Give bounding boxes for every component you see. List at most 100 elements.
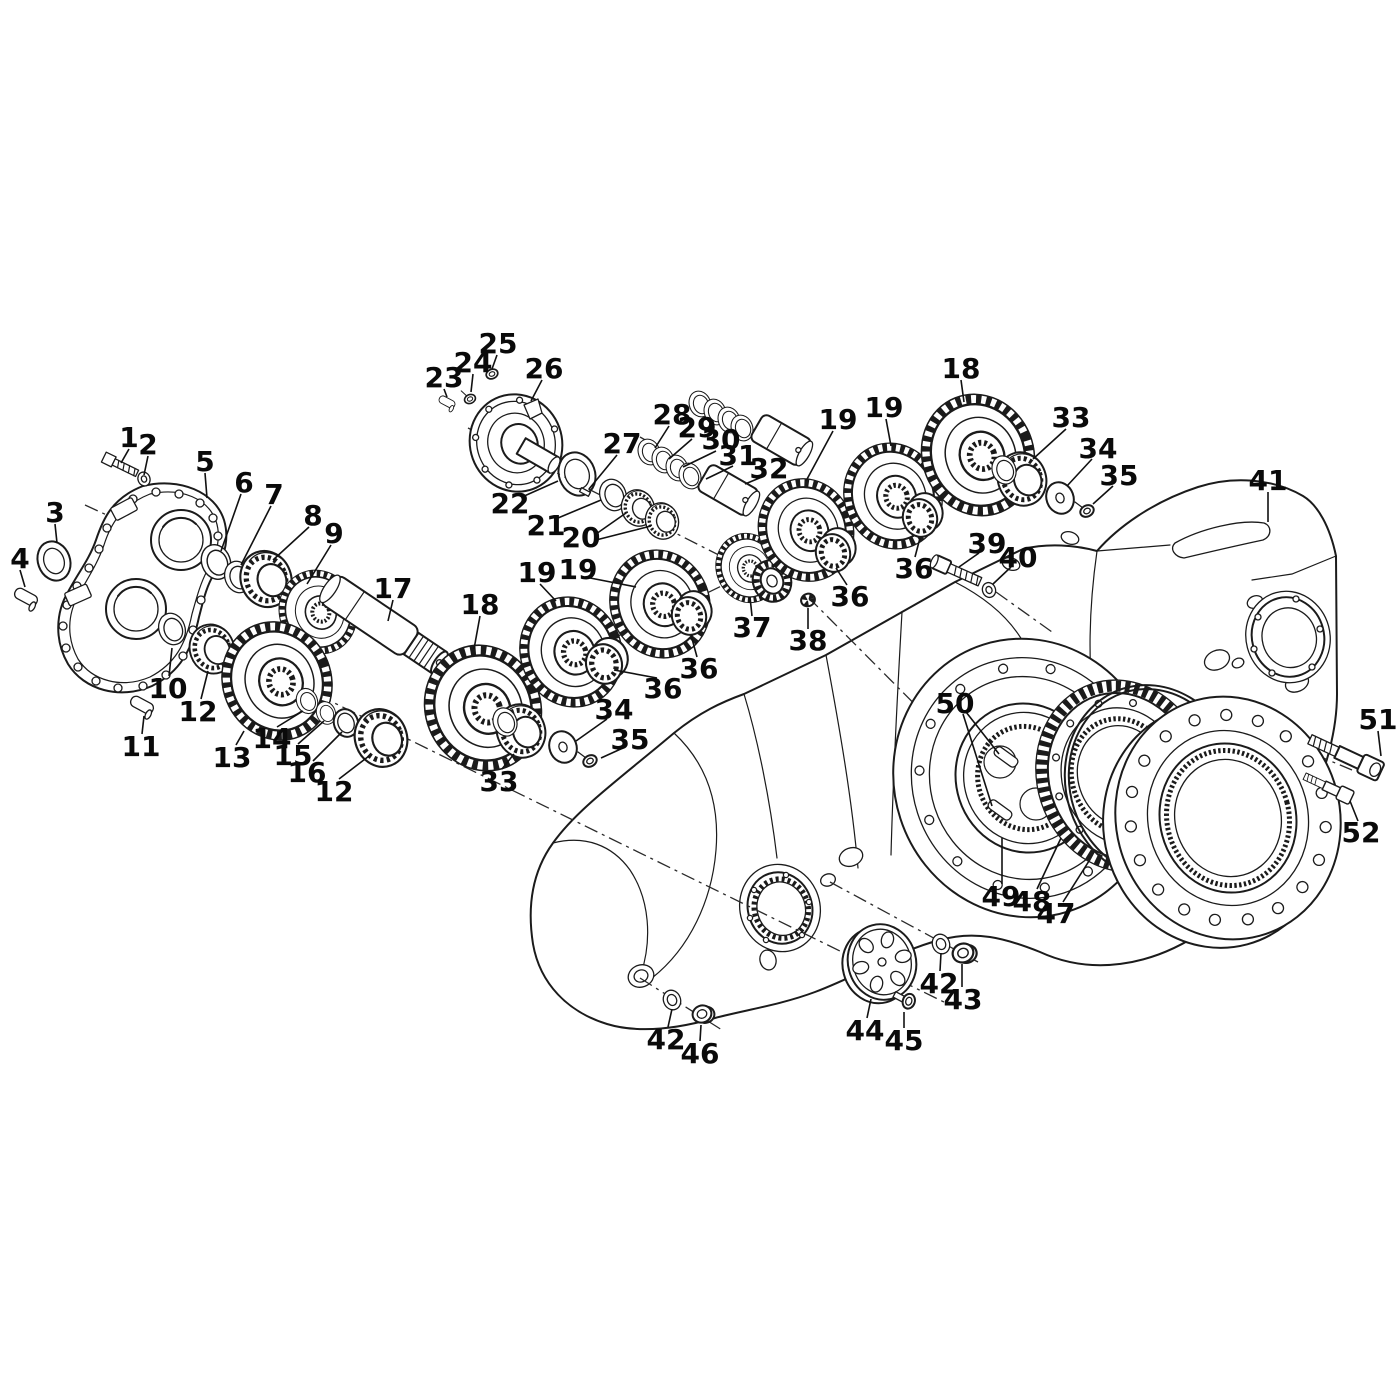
callout-leader [470, 373, 474, 393]
callout-leader [530, 379, 543, 402]
callout-number: 23 [425, 361, 464, 394]
callout-leader [595, 525, 652, 541]
callout-number: 16 [288, 756, 327, 789]
callout-number: 33 [480, 765, 519, 798]
callout-number: 48 [1013, 885, 1052, 918]
housing-right-bore [1245, 590, 1331, 684]
callout-12b: 12 [315, 755, 370, 808]
callout-4: 4 [10, 542, 30, 588]
callout-leader [992, 566, 1012, 585]
callout-leader [965, 711, 1000, 755]
callout-43: 43 [944, 964, 983, 1016]
callout-8: 8 [272, 499, 323, 561]
callout-leader [168, 647, 173, 677]
callout-number: 52 [1342, 816, 1381, 849]
callout-51: 51 [1359, 703, 1397, 757]
callout-47: 47 [1037, 860, 1090, 930]
callout-leader [835, 567, 848, 586]
callout-leader [805, 430, 834, 482]
callout-number: 19 [819, 403, 858, 436]
callout-25: 25 [479, 327, 518, 370]
callout-35b: 35 [1092, 459, 1138, 505]
callout-number: 19 [865, 391, 904, 424]
callout-number: 3 [45, 496, 64, 529]
callout-13: 13 [213, 730, 251, 774]
callout-7: 7 [240, 478, 284, 566]
callout-41: 41 [1249, 464, 1288, 522]
callout-leader [1092, 485, 1114, 505]
callout-36b: 36 [680, 634, 718, 685]
callout-leader [595, 512, 627, 535]
callout-number: 27 [603, 427, 642, 460]
pin-23 [437, 394, 457, 414]
callout-leader [387, 599, 394, 622]
callout-number: 4 [10, 542, 29, 575]
callout-number: 41 [1249, 464, 1288, 497]
callout-leader [54, 523, 58, 544]
callout-leader [654, 425, 670, 449]
callout-leader [120, 448, 130, 464]
washer-2 [137, 471, 151, 487]
callout-16: 16 [288, 731, 343, 789]
callout-number: 33 [1052, 401, 1091, 434]
callout-number: 14 [253, 722, 292, 755]
callout-number: 5 [195, 445, 214, 478]
callout-leader [866, 998, 872, 1019]
cap-16 [332, 708, 360, 738]
bolt-1 [100, 451, 140, 478]
callout-leader [19, 569, 26, 588]
callout-leader [306, 544, 332, 585]
callout-number: 20 [562, 521, 601, 554]
cover-plate-5 [57, 482, 228, 694]
callout-21: 21 [527, 499, 602, 542]
callout-34: 34 [575, 693, 633, 742]
callout-leader [143, 455, 149, 476]
callout-number: 25 [479, 327, 518, 360]
callout-leader [1377, 730, 1382, 757]
callout-44: 44 [846, 998, 884, 1047]
housing-lower-bore [738, 863, 822, 953]
callout-leader [668, 438, 693, 460]
callout-number: 43 [944, 983, 983, 1016]
callout-30: 30 [682, 423, 740, 468]
callout-36: 36 [613, 669, 682, 705]
callout-leader [744, 476, 763, 485]
callout-19b: 19 [559, 553, 637, 588]
callout-number: 34 [1079, 432, 1118, 465]
callout-19: 19 [518, 556, 557, 602]
callout-number: 19 [559, 553, 598, 586]
callout-leader [613, 669, 658, 679]
callout-number: 22 [491, 487, 530, 520]
callout-leader [539, 583, 557, 602]
callout-leader [1066, 458, 1093, 487]
callout-46: 46 [681, 1024, 720, 1070]
callout-number: 35 [611, 723, 650, 756]
pin-27 [578, 487, 592, 497]
callout-leader [690, 634, 698, 658]
plate-bolt-holes [58, 487, 223, 693]
pin-31 [750, 414, 814, 467]
callout-1: 1 [119, 421, 139, 464]
callout-10: 10 [149, 647, 188, 705]
bearing-12b [347, 702, 416, 775]
callout-52: 52 [1342, 800, 1381, 849]
pin-32 [697, 464, 761, 517]
callout-29: 29 [668, 411, 716, 460]
callout-48: 48 [1013, 837, 1062, 918]
callout-number: 1 [119, 421, 138, 454]
callout-leader [960, 379, 965, 403]
seal-3 [36, 540, 72, 582]
callout-leader [204, 472, 208, 499]
callout-number: 39 [968, 527, 1007, 560]
callout-number: 42 [920, 967, 959, 1000]
callout-36c: 36 [831, 567, 869, 613]
pin-4 [12, 585, 40, 613]
callout-42b: 42 [920, 952, 959, 1000]
callout-20: 20 [562, 512, 652, 554]
callout-number: 10 [149, 672, 188, 705]
callout-2: 2 [138, 428, 158, 476]
washer-34b [1040, 477, 1080, 519]
callout-24: 24 [454, 346, 492, 393]
callout-number: 46 [681, 1037, 720, 1070]
